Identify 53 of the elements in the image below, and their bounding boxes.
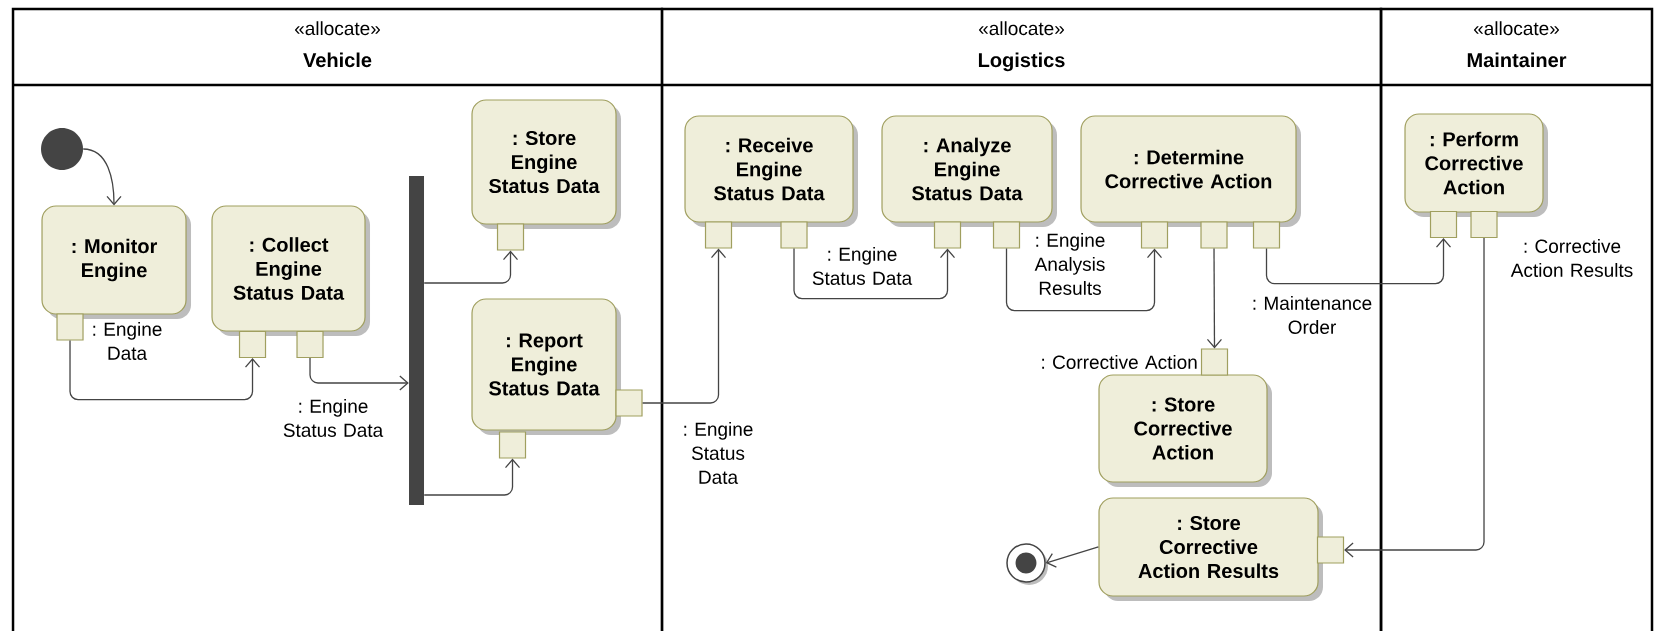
pin xyxy=(615,389,643,417)
final-node xyxy=(1006,543,1048,585)
pin xyxy=(1200,348,1229,376)
arrow xyxy=(1005,247,1163,312)
pin-label: : Engine Status Data xyxy=(684,422,753,484)
action-box: : Analyze Engine Status Data xyxy=(881,115,1057,227)
pin-label: : Engine Status Data xyxy=(283,399,384,437)
pin xyxy=(1470,210,1498,239)
pin-label: : Maintenance Order xyxy=(1253,296,1372,334)
arrow xyxy=(1344,237,1485,558)
arrow xyxy=(1265,238,1452,285)
arrow xyxy=(641,248,727,404)
pin-label: : Corrective Action xyxy=(1042,355,1197,369)
pin xyxy=(238,330,267,359)
arrow xyxy=(1045,546,1100,568)
pin xyxy=(933,221,962,249)
action-box: : Collect Engine Status Data xyxy=(211,205,370,336)
pin xyxy=(1200,221,1228,249)
arrow xyxy=(423,250,519,284)
action-box: : Receive Engine Status Data xyxy=(684,115,858,227)
lane-header: «allocate» Vehicle xyxy=(294,21,381,68)
pin xyxy=(498,431,527,459)
arrow xyxy=(82,148,122,206)
pin xyxy=(704,221,733,249)
action-box: : Store Corrective Action xyxy=(1098,374,1272,487)
pin xyxy=(780,221,808,249)
lane-header: «allocate» Maintainer xyxy=(1467,21,1567,68)
pin-label: : Engine Analysis Results xyxy=(1034,233,1105,295)
pin-label: : Corrective Action Results xyxy=(1510,239,1633,277)
arrow xyxy=(69,339,261,401)
pin xyxy=(1316,536,1345,564)
arrow xyxy=(309,357,409,391)
initial-node xyxy=(41,128,83,170)
action-box: : Monitor Engine xyxy=(41,205,191,319)
action-box: : Store Corrective Action Results xyxy=(1098,497,1323,601)
arrow xyxy=(793,247,956,300)
action-box: : Determine Corrective Action xyxy=(1080,115,1301,227)
lane-header: «allocate» Logistics xyxy=(978,21,1065,72)
arrow xyxy=(1206,247,1223,349)
action-box: : Store Engine Status Data xyxy=(471,99,621,229)
pin-label: : Engine Data xyxy=(93,322,162,360)
pin xyxy=(496,223,525,251)
action-box: : Perform Corrective Action xyxy=(1404,113,1548,217)
pin xyxy=(1252,221,1281,249)
arrow xyxy=(423,458,521,496)
pin-label: : Engine Status Data xyxy=(812,247,913,285)
pin xyxy=(1140,221,1169,249)
pin xyxy=(296,330,324,359)
pin xyxy=(1429,210,1458,239)
pin xyxy=(56,313,84,341)
action-box: : Report Engine Status Data xyxy=(471,298,621,435)
fork-bar xyxy=(409,176,424,505)
pin xyxy=(992,221,1021,249)
